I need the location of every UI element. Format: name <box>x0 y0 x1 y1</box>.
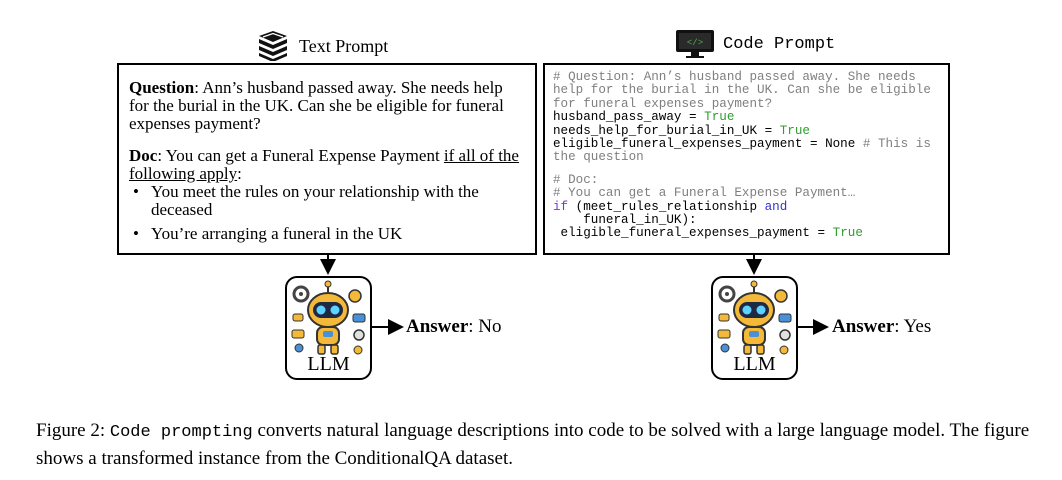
robot-icon <box>713 280 796 358</box>
right-answer: Answer: Yes <box>832 316 931 338</box>
llm-label: LLM <box>287 353 370 376</box>
answer-label: Answer <box>832 316 894 337</box>
caption-lead: Figure 2: <box>36 420 110 441</box>
figure-caption: Figure 2: Code prompting converts natura… <box>36 418 1036 472</box>
right-llm-box: LLM <box>711 276 798 380</box>
answer-label: Answer <box>406 316 468 337</box>
robot-icon <box>287 280 370 358</box>
answer-value: : No <box>468 316 501 337</box>
answer-value: : Yes <box>894 316 931 337</box>
caption-code-term: Code prompting <box>110 423 253 442</box>
llm-label: LLM <box>713 353 796 376</box>
left-answer: Answer: No <box>406 316 502 338</box>
left-llm-box: LLM <box>285 276 372 380</box>
